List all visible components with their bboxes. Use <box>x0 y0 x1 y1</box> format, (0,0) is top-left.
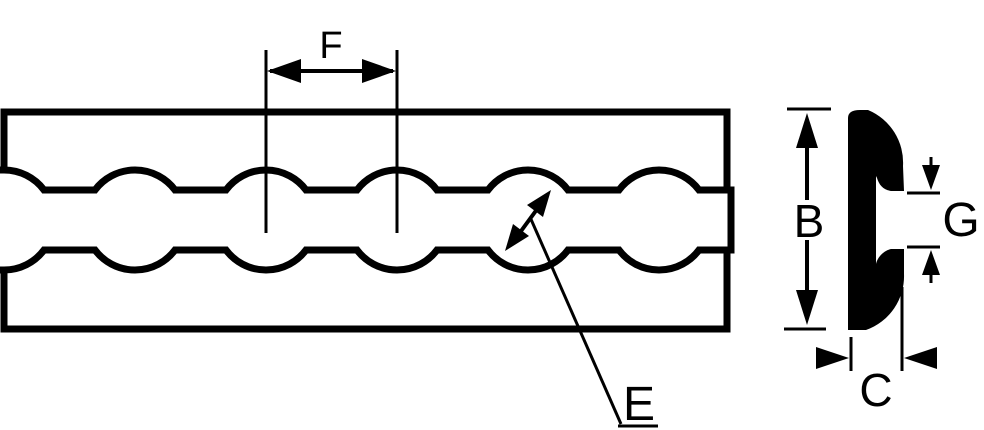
profile-silhouette <box>848 110 905 330</box>
strip-bottom-band-outline <box>0 250 731 333</box>
c-arrowhead-right-icon <box>816 347 849 369</box>
e-arrowhead-upper-icon <box>527 190 551 217</box>
g-arrowhead-up-icon <box>922 250 940 275</box>
f-label: F <box>319 25 342 67</box>
dimension-F: F <box>264 25 399 233</box>
strip-top-band-outline <box>0 108 731 190</box>
cross-section-view: B G C <box>784 107 980 416</box>
f-arrowhead-right-icon <box>362 59 396 83</box>
b-arrowhead-down-icon <box>796 290 818 325</box>
e-arrowhead-lower-icon <box>505 224 529 251</box>
g-label: G <box>942 194 979 247</box>
e-leader-line <box>528 216 623 425</box>
strip-hole-chain-outline <box>0 166 735 274</box>
plan-view: F E <box>0 25 735 430</box>
dimension-C: C <box>816 287 937 416</box>
dimension-E: E <box>505 190 658 430</box>
dimension-G: G <box>907 157 980 283</box>
e-label: E <box>623 378 655 430</box>
b-label: B <box>794 195 825 247</box>
dimension-B: B <box>784 107 831 331</box>
g-arrowhead-down-icon <box>922 165 940 190</box>
b-arrowhead-up-icon <box>796 113 818 148</box>
f-arrowhead-left-icon <box>267 59 301 83</box>
c-label: C <box>859 364 892 416</box>
c-arrowhead-left-icon <box>904 347 937 369</box>
